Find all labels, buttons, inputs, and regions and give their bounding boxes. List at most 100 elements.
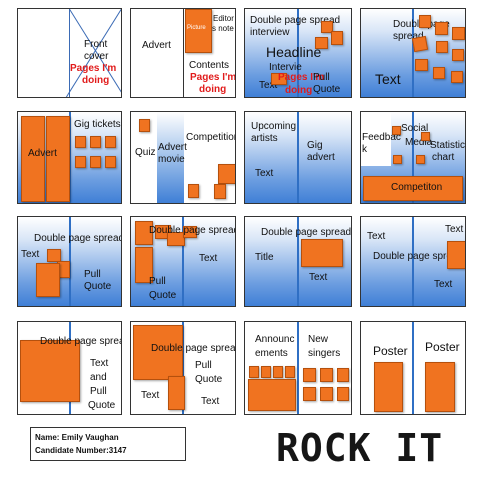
quote-label: Quote: [88, 400, 116, 411]
image-box: [36, 263, 60, 297]
cover-left-edge: [69, 9, 70, 97]
doing-label: doing: [82, 75, 110, 86]
artists-label: artists: [251, 133, 278, 144]
panel-posters: Poster Poster: [360, 321, 466, 415]
singer-photo: [337, 387, 349, 401]
quiz-label: Quiz: [135, 147, 156, 158]
feedback-label-2: k: [362, 144, 367, 155]
poster-right: [425, 362, 455, 412]
spine: [297, 9, 299, 97]
announcements-label-2: ements: [255, 348, 288, 359]
image-box: [315, 37, 328, 49]
title-label: Title: [255, 252, 274, 263]
text-label-right: Text: [201, 396, 220, 407]
photo-box: [285, 366, 295, 378]
ticket-box: [75, 156, 86, 168]
advert-image: [46, 116, 70, 202]
feedback-area: [361, 112, 391, 166]
editors-note-label-2: s note: [212, 24, 234, 33]
chart-label: chart: [432, 152, 455, 163]
singer-photo: [320, 368, 333, 382]
advert-movie-column: [157, 112, 184, 203]
text-label: Text: [309, 272, 328, 283]
image-box: [433, 67, 445, 79]
pull-quote-label-1: Pull: [84, 269, 101, 280]
panel-spread-c: Double page spread Title Text: [244, 216, 352, 307]
image-box: [436, 41, 448, 53]
panel-spread-a: Double page spread Text Pull Quote: [17, 216, 122, 307]
feedback-label-1: Feedbac: [362, 132, 401, 143]
image-box: [321, 21, 333, 33]
dps-label-2: interview: [250, 27, 290, 38]
upcoming-label: Upcoming: [251, 121, 297, 132]
social-icon: [393, 155, 402, 164]
spine: [297, 112, 299, 203]
text-label-top-left: Text: [367, 231, 386, 242]
panel-spread-b: Double page spread Text Pull Quote: [130, 216, 236, 307]
advert-label: Advert: [158, 142, 187, 153]
panel-contents: Advert Picture Editor s note Contents Pa…: [130, 8, 236, 98]
singer-photo: [303, 368, 316, 382]
pull-quote-label-2: Quote: [149, 290, 177, 301]
spine: [182, 322, 184, 414]
contents-label: Contents: [189, 60, 230, 71]
spine: [297, 322, 299, 414]
social-icon: [416, 155, 425, 164]
panel-text-spread: Double page spread Text: [360, 8, 466, 98]
picture-label: Picture: [187, 25, 206, 31]
image-box: [47, 249, 61, 262]
panel-gig-tickets: Advert Gig tickets: [17, 111, 122, 204]
spine: [183, 9, 184, 97]
poster-left: [374, 362, 403, 412]
text-label: Text: [255, 168, 274, 179]
competition-banner: [363, 176, 463, 201]
text-label-bottom-right: Text: [434, 279, 453, 290]
singer-photo: [337, 368, 349, 382]
candidate-number-label: Candidate Number:3147: [35, 446, 127, 455]
editors-note-label-1: Editor: [213, 14, 234, 23]
singers-label: singers: [308, 348, 341, 359]
panel-quiz-competitions: Quiz Advert movie Competitions: [130, 111, 236, 204]
doing-label: doing: [285, 85, 313, 96]
panel-upcoming-artists: Upcoming artists Gig advert Text: [244, 111, 352, 204]
media-label: Media: [405, 137, 433, 148]
spine: [182, 217, 184, 306]
image-box: [135, 221, 153, 245]
dps-label: Double page spread: [34, 233, 122, 244]
image-box: [419, 15, 431, 28]
and-label: and: [90, 372, 107, 383]
text-label: Text: [259, 80, 278, 91]
competitions-label: Competitions: [186, 132, 235, 143]
ticket-box: [105, 136, 116, 148]
panel-front-cover: Front cover Pages I'm doing: [17, 8, 122, 98]
headline-label: Headline: [266, 44, 322, 60]
spine: [297, 217, 299, 306]
image-box: [20, 340, 80, 402]
text-label-top-right: Text: [445, 224, 464, 235]
image-box: [133, 325, 183, 380]
social-icon: [421, 132, 430, 141]
image-box: [167, 232, 185, 246]
advert-label: Advert: [142, 40, 171, 51]
advert-image: [21, 116, 45, 202]
pull-quote-label-2: Quote: [84, 281, 112, 292]
panel-feedback-stats: Feedbac k Social Media Statistics chart …: [360, 111, 466, 204]
spine: [412, 322, 414, 414]
announcements-label-1: Announc: [255, 334, 295, 345]
image-box: [331, 31, 343, 45]
dps-label: Double page spread: [151, 343, 236, 354]
pull-quote-label-1: Pull: [149, 276, 166, 287]
pull-quote-label-2: Quote: [195, 374, 223, 385]
ticket-box: [75, 136, 86, 148]
advert-label: advert: [307, 152, 335, 163]
dps-label: Double page spread: [373, 251, 464, 262]
pull-quote-label-1: Pull: [313, 72, 330, 83]
name-label: Name: Emily Vaughan: [35, 433, 119, 442]
social-label: Social: [401, 123, 429, 134]
interview-label: Intervie: [269, 62, 302, 73]
quiz-image: [139, 119, 150, 132]
poster-label-right: Poster: [425, 340, 460, 354]
advert-label: Advert: [28, 148, 57, 159]
pull-quote-label-2: Quote: [313, 84, 341, 95]
singer-photo: [303, 387, 316, 401]
